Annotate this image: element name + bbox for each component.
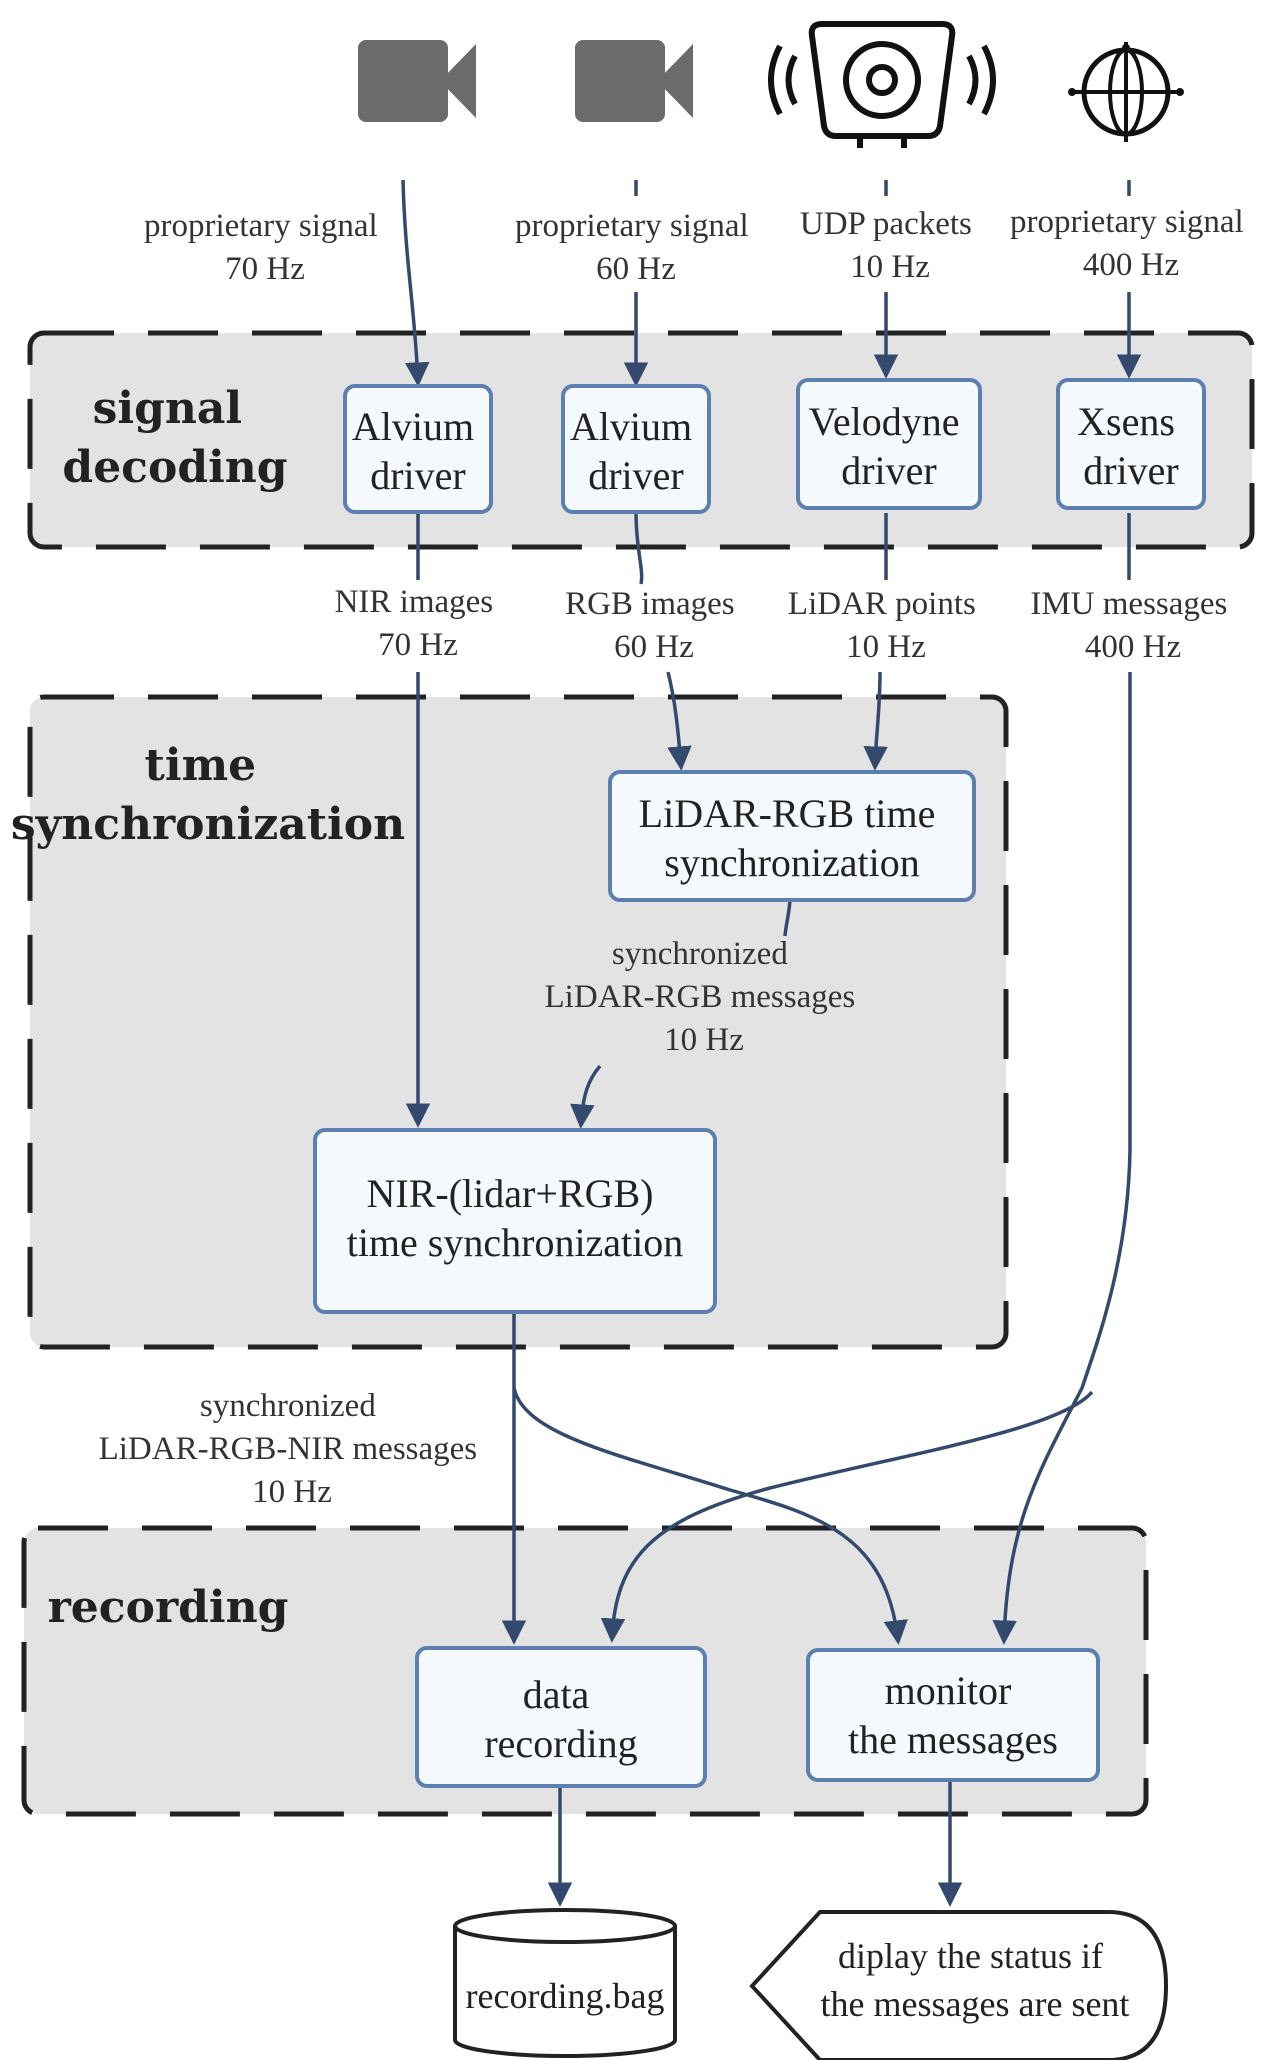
node-data-recording: data recording [415,1646,707,1788]
node-lidar-rgb-sync: LiDAR-RGB time synchronization [608,770,976,902]
edge-label-nir-images: NIR images 70 Hz [335,584,502,663]
node-label: LiDAR-RGB time synchronization [639,791,946,885]
edge-lidar-points [875,513,886,766]
edge-label-sync-lidar-rgb: synchronized LiDAR-RGB messages 10 Hz [545,936,864,1058]
stage-title: recording [48,1582,289,1633]
edges [401,179,1132,1907]
node-label: data recording [484,1672,637,1766]
edge-lidar-rgb-sync-out [581,899,792,1124]
status-display-shape: diplay the status if the messages are se… [749,1910,1169,2060]
edge-imu-to-recording [600,1390,1094,1643]
node-nir-lidar-rgb-sync: NIR-(lidar+RGB) time synchronization [313,1128,717,1314]
edge-imu-messages [1004,513,1132,1640]
node-label: Alvium driver [570,404,702,498]
node-velodyne-driver: Velodyne driver [796,378,982,510]
edge-label-imu-messages: IMU messages 400 Hz [1030,586,1235,665]
lidar-sensor-icon [768,21,996,148]
edge-label-rgb-images: RGB images 60 Hz [565,586,743,665]
video-camera-icon [575,40,693,122]
imu-sensor-icon [1068,42,1184,142]
edge-label-lidar-points: LiDAR points 10 Hz [788,586,984,665]
status-display-label: diplay the status if the messages are se… [821,1936,1130,2024]
video-camera-icon [358,40,476,122]
node-xsens-driver: Xsens driver [1056,378,1206,510]
node-label: Alvium driver [352,404,484,498]
node-alvium-driver-rgb: Alvium driver [561,384,711,514]
bag-file-cylinder: recording.bag [453,1908,677,2058]
edge-label-sync-lidar-rgb-nir: synchronized LiDAR-RGB-NIR messages 10 H… [99,1388,486,1510]
node-alvium-driver-nir: Alvium driver [343,384,493,514]
edge-label-cam2: proprietary signal 60 Hz [515,208,757,287]
bag-file-label: recording.bag [466,1976,665,2016]
edge-rgb-images [634,512,681,766]
edge-label-imu: proprietary signal 400 Hz [1010,204,1252,283]
node-label: Xsens driver [1077,399,1185,493]
edge-label-lidar: UDP packets 10 Hz [800,206,980,285]
edge-cam1-to-driver [401,179,430,387]
node-label: monitor the messages [848,1668,1058,1762]
node-label: Velodyne driver [808,399,969,493]
node-monitor-messages: monitor the messages [806,1648,1100,1782]
edge-label-cam1: proprietary signal 70 Hz [144,208,386,287]
edge-sync-to-monitor [512,1387,908,1645]
stage-title: signal decoding [62,383,287,493]
stage-title: time synchronization [11,740,405,850]
edge-labels: proprietary signal 70 Hz proprietary sig… [99,204,1252,1510]
node-label: NIR-(lidar+RGB) time synchronization [347,1171,684,1265]
